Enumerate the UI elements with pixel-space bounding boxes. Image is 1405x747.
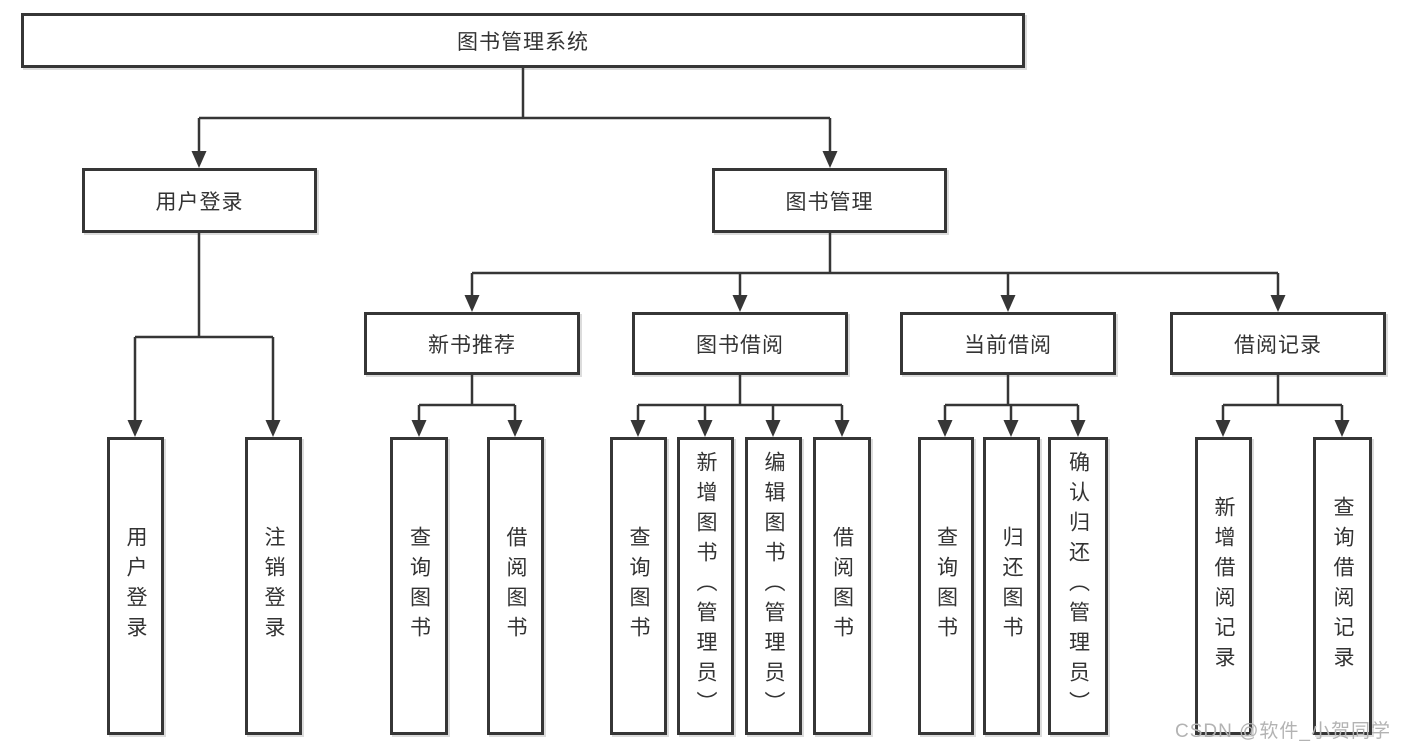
node-borrowing-records-label: 借阅记录: [1234, 333, 1322, 357]
leaf-user-login-label: 用户登录: [124, 526, 147, 646]
leaf-logout: 注销登录: [245, 437, 302, 735]
node-current-borrowing: 当前借阅: [900, 312, 1116, 375]
node-current-borrowing-label: 当前借阅: [964, 333, 1052, 357]
node-user-login: 用户登录: [82, 168, 317, 233]
leaf-confirm-return-admin: 确认归还（管理员）: [1048, 437, 1108, 735]
node-borrowing-records: 借阅记录: [1170, 312, 1386, 375]
leaf-return-book: 归还图书: [983, 437, 1040, 735]
leaf-borrow-books-label: 借阅图书: [830, 526, 854, 646]
node-book-borrowing: 图书借阅: [632, 312, 848, 375]
node-user-login-label: 用户登录: [155, 190, 244, 214]
leaf-confirm-return-admin-label: 确认归还（管理员）: [1066, 451, 1090, 721]
node-root-label: 图书管理系统: [457, 30, 589, 54]
leaf-add-book-admin-label: 新增图书（管理员）: [694, 451, 717, 721]
node-book-borrowing-label: 图书借阅: [696, 333, 784, 357]
leaf-logout-label: 注销登录: [262, 526, 285, 646]
leaf-query-borrow-record: 查询借阅记录: [1313, 437, 1372, 735]
leaf-borrow-books-recommend: 借阅图书: [487, 437, 544, 735]
node-book-management-label: 图书管理: [785, 190, 874, 214]
leaf-edit-book-admin: 编辑图书（管理员）: [745, 437, 802, 735]
node-root: 图书管理系统: [21, 13, 1025, 68]
leaf-user-login: 用户登录: [107, 437, 164, 735]
leaf-add-borrow-record: 新增借阅记录: [1195, 437, 1252, 735]
leaf-query-books-borrowing-label: 查询图书: [627, 526, 650, 646]
leaf-query-borrow-record-label: 查询借阅记录: [1331, 496, 1354, 676]
leaf-add-book-admin: 新增图书（管理员）: [677, 437, 734, 735]
leaf-query-books-current-label: 查询图书: [934, 526, 958, 646]
node-new-book-recommend: 新书推荐: [364, 312, 580, 375]
leaf-edit-book-admin-label: 编辑图书（管理员）: [762, 451, 785, 721]
leaf-borrow-books: 借阅图书: [813, 437, 871, 735]
leaf-return-book-label: 归还图书: [1000, 526, 1023, 646]
csdn-watermark: CSDN @软件_小贺同学: [1175, 721, 1391, 742]
leaf-borrow-books-recommend-label: 借阅图书: [504, 526, 527, 646]
node-book-management: 图书管理: [712, 168, 947, 233]
leaf-query-books-borrowing: 查询图书: [610, 437, 667, 735]
leaf-add-borrow-record-label: 新增借阅记录: [1212, 496, 1235, 676]
leaf-query-books-recommend: 查询图书: [390, 437, 448, 735]
leaf-query-books-recommend-label: 查询图书: [407, 526, 431, 646]
node-new-book-recommend-label: 新书推荐: [428, 333, 516, 357]
leaf-query-books-current: 查询图书: [918, 437, 974, 735]
